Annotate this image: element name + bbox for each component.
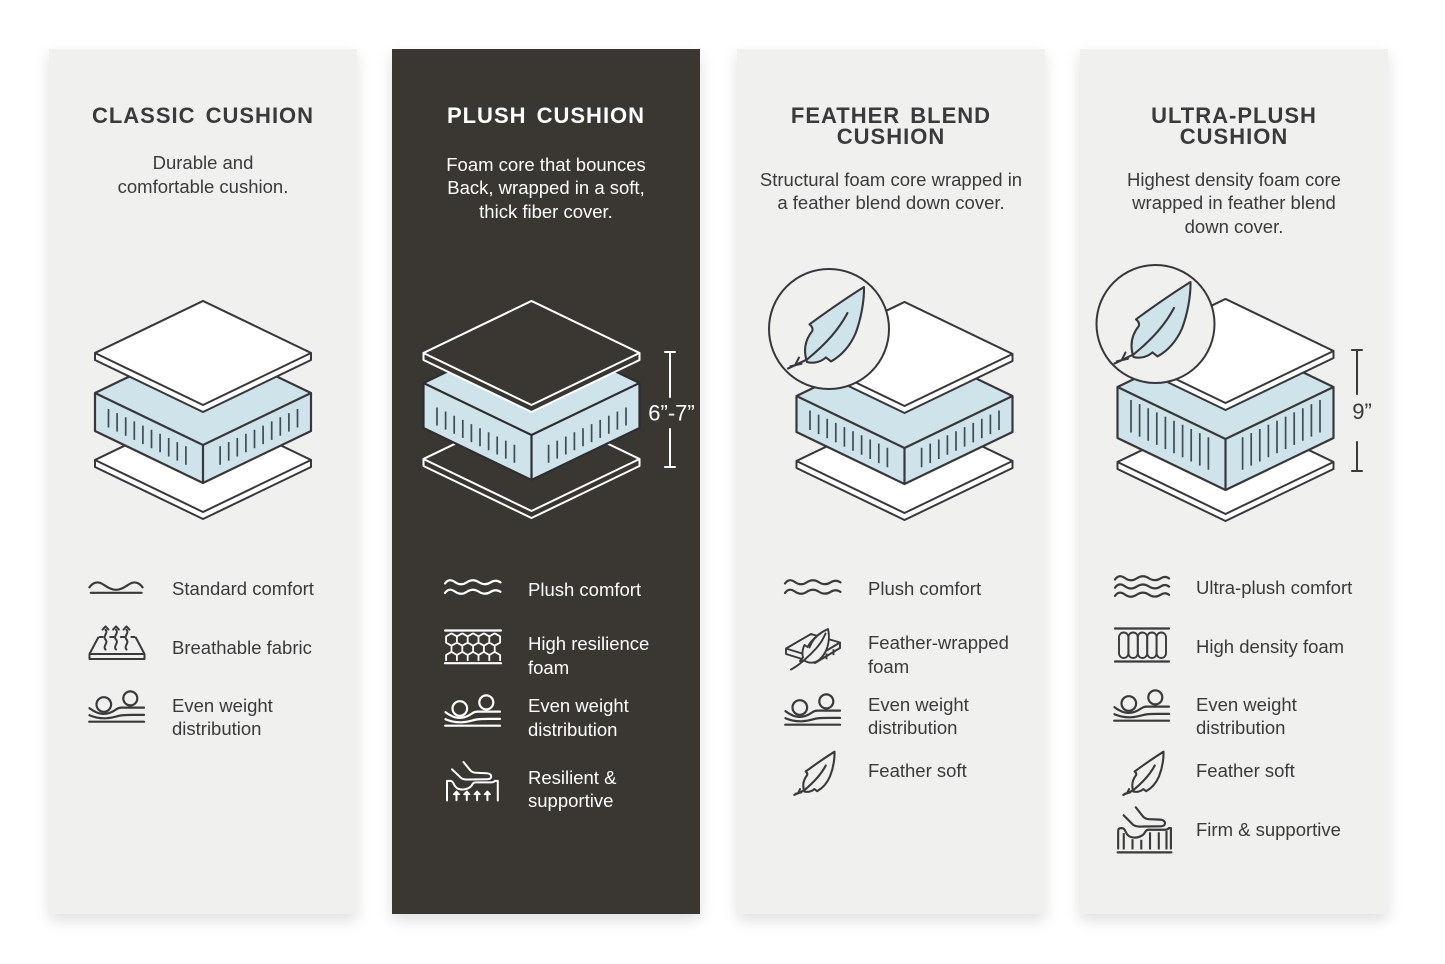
svg-text:9”: 9”: [1352, 399, 1372, 424]
svg-text:6”-7”: 6”-7”: [648, 401, 694, 426]
